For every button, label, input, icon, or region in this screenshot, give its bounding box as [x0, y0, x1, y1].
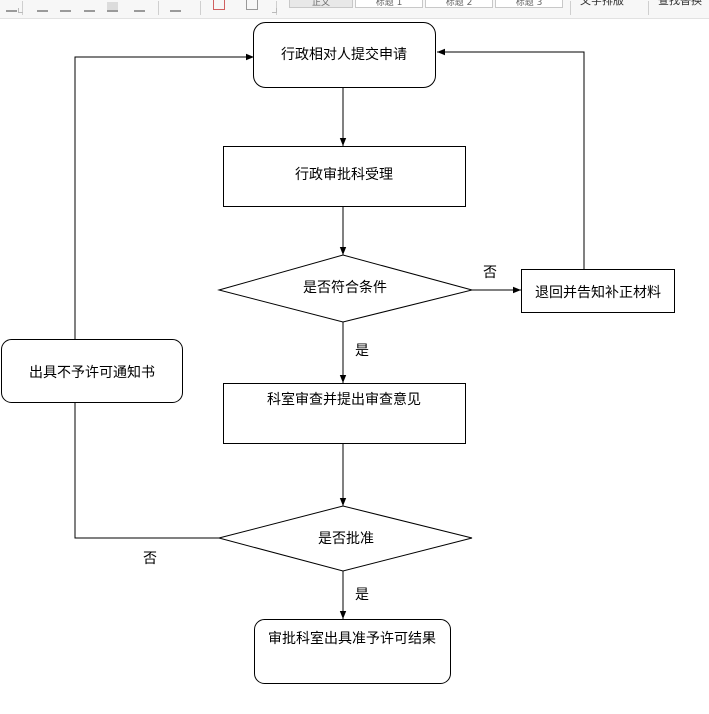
align-left-button[interactable] [6, 2, 17, 12]
justify-button[interactable] [84, 2, 95, 12]
node-apply-label: 行政相对人提交申请 [281, 46, 407, 63]
node-review-label: 科室审查并提出审查意见 [267, 391, 421, 408]
node-result [254, 619, 451, 684]
node-return-label: 退回并告知补正材料 [535, 284, 661, 301]
toolbar-divider [158, 1, 159, 15]
indent-button[interactable] [170, 2, 181, 12]
toolbar-divider [570, 1, 571, 15]
shading-icon[interactable] [213, 0, 225, 10]
edge-label-condition-no: 否 [483, 265, 497, 281]
node-deny [1, 339, 183, 403]
edge-return-to-apply [437, 48, 585, 269]
margin-corner-mark [272, 8, 277, 13]
find-replace-button[interactable]: 查找替换 [658, 0, 702, 7]
distributed-align-button[interactable] [107, 2, 118, 12]
edge-approve-no [74, 403, 219, 539]
edge-deny-to-apply [74, 53, 254, 339]
node-condition [217, 254, 474, 323]
node-approve [217, 505, 473, 572]
node-deny-label: 出具不予许可通知书 [29, 364, 155, 381]
margin-corner-mark [18, 8, 23, 13]
style-normal[interactable]: 正文 [289, 0, 353, 8]
toolbar-divider [648, 1, 649, 15]
node-accept-label: 行政审批科受理 [295, 167, 393, 183]
edge-label-condition-yes: 是 [355, 343, 369, 359]
node-review [223, 383, 466, 444]
node-condition-label: 是否符合条件 [303, 279, 387, 296]
toolbar-divider [200, 1, 201, 15]
align-right-button[interactable] [60, 2, 71, 12]
node-approve-label: 是否批准 [318, 531, 374, 547]
align-center-button[interactable] [37, 2, 48, 12]
edge-label-approve-no: 否 [143, 551, 157, 567]
style-heading-1[interactable]: 标题 1 [355, 0, 423, 8]
edge-label-approve-yes: 是 [355, 587, 369, 603]
node-apply [253, 22, 436, 88]
editor-toolbar: 正文 标题 1 标题 2 标题 3 文字排版 查找替换 [0, 0, 709, 19]
style-heading-3[interactable]: 标题 3 [495, 0, 563, 8]
style-heading-2[interactable]: 标题 2 [425, 0, 493, 8]
node-accept [223, 146, 466, 207]
node-result-label: 审批科室出具准予许可结果 [268, 630, 436, 647]
toolbar-divider [22, 1, 23, 15]
line-spacing-button[interactable] [134, 2, 145, 12]
text-layout-button[interactable]: 文字排版 [580, 0, 624, 7]
node-return [521, 269, 675, 313]
border-icon[interactable] [246, 0, 258, 10]
